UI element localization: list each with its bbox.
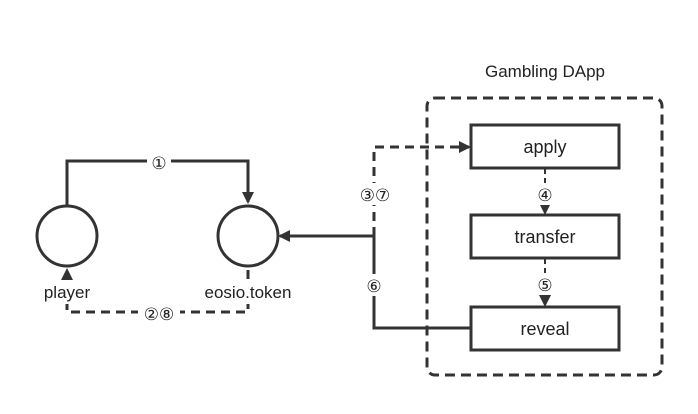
step-28-label: ②⑧ bbox=[144, 305, 174, 325]
gambling-dapp-group bbox=[425, 96, 664, 377]
eosio-token-node bbox=[216, 204, 280, 268]
step-1-bg bbox=[147, 151, 171, 173]
transfer-label: transfer bbox=[514, 227, 575, 247]
step-4-label: ④ bbox=[537, 186, 552, 206]
step-4-bg bbox=[533, 183, 557, 205]
step-37-label: ③⑦ bbox=[360, 186, 390, 206]
transfer-box bbox=[469, 213, 621, 260]
reveal-label: reveal bbox=[520, 319, 569, 339]
group-title: Gambling DApp bbox=[485, 62, 605, 81]
player-node bbox=[35, 204, 99, 268]
eosio-token-label: eosio.token bbox=[205, 283, 292, 302]
player-label: player bbox=[44, 283, 91, 302]
step-6-bg bbox=[362, 274, 386, 296]
token-label-bg bbox=[192, 282, 304, 304]
step-1-label: ① bbox=[151, 154, 166, 174]
step-28-bg bbox=[138, 302, 180, 324]
edge-reveal-to-junction bbox=[372, 236, 471, 330]
apply-label: apply bbox=[523, 137, 566, 157]
step-37-bg bbox=[352, 183, 398, 205]
player-label-bg bbox=[36, 282, 98, 304]
edge-junction-to-apply bbox=[372, 141, 471, 236]
reveal-box bbox=[469, 305, 621, 352]
step-5-bg bbox=[533, 273, 557, 295]
step-6-label: ⑥ bbox=[366, 277, 381, 297]
step-5-label: ⑤ bbox=[537, 276, 552, 296]
